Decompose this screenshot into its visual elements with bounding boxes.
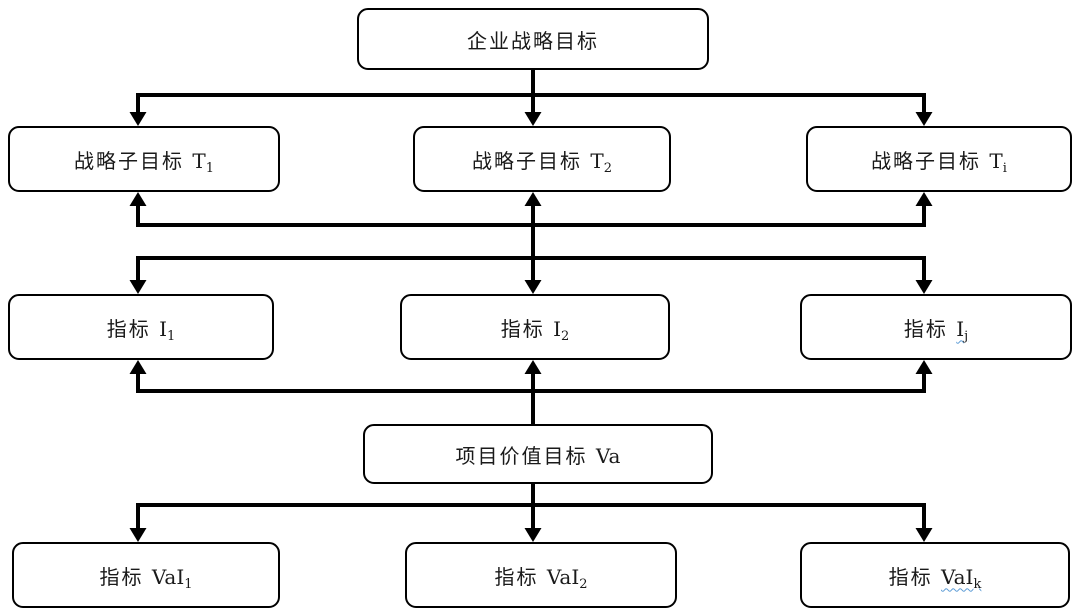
node-label: 指标 I2 — [500, 316, 570, 344]
node-indicator-2: 指标 I2 — [400, 294, 670, 360]
node-label: 指标 VaIk — [888, 564, 982, 592]
arrowhead-up-t2 — [524, 192, 542, 206]
node-label: 指标 VaI2 — [494, 564, 588, 592]
node-label: 企业战略目标 — [467, 28, 599, 53]
node-sub-goal-1: 战略子目标 T1 — [8, 126, 280, 192]
arrowhead-down-ij — [915, 280, 933, 294]
node-label: 指标 I1 — [106, 316, 176, 344]
node-label: 项目价值目标 Va — [455, 443, 621, 468]
node-value-indicator-1: 指标 VaI1 — [12, 542, 280, 608]
arrowhead-up-ij — [915, 360, 933, 374]
node-value-indicator-2: 指标 VaI2 — [405, 542, 677, 608]
node-indicator-1: 指标 I1 — [8, 294, 274, 360]
arrowhead-down-i2 — [524, 280, 542, 294]
node-indicator-j: 指标 Ij — [800, 294, 1072, 360]
arrowhead-down-vai1 — [129, 528, 147, 542]
arrowhead-up-i2 — [524, 360, 542, 374]
node-value-indicator-k: 指标 VaIk — [800, 542, 1070, 608]
node-label: 指标 Ij — [903, 316, 969, 344]
node-label: 指标 VaI1 — [99, 564, 193, 592]
arrowhead-down-i1 — [129, 280, 147, 294]
arrowhead-up-i1 — [129, 360, 147, 374]
arrowhead-up-ti — [915, 192, 933, 206]
arrowhead-down-t1 — [129, 112, 147, 126]
arrowhead-down-vaik — [915, 528, 933, 542]
node-value-goal: 项目价值目标 Va — [363, 424, 713, 484]
arrowhead-down-vai2 — [524, 528, 542, 542]
arrowhead-down-t2 — [524, 112, 542, 126]
node-label: 战略子目标 T1 — [74, 148, 214, 176]
arrowhead-down-ti — [915, 112, 933, 126]
node-sub-goal-2: 战略子目标 T2 — [413, 126, 671, 192]
node-strategic-goal: 企业战略目标 — [357, 8, 709, 70]
arrowhead-up-t1 — [129, 192, 147, 206]
node-label: 战略子目标 T2 — [472, 148, 612, 176]
node-label: 战略子目标 Ti — [871, 148, 1007, 176]
node-sub-goal-i: 战略子目标 Ti — [806, 126, 1072, 192]
